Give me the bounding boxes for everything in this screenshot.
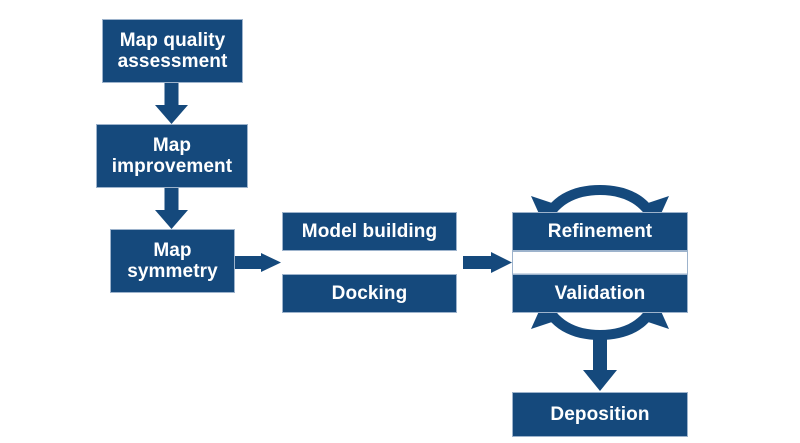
arrow-quality-to-improvement (155, 83, 188, 124)
arrow-symmetry-to-building (235, 253, 281, 272)
node-validation[interactable]: Validation (512, 274, 688, 313)
node-map-quality-assessment-label: Map quality assessment (117, 29, 228, 72)
arrow-improvement-to-symmetry (155, 188, 188, 229)
cycle-arc-bottom (531, 297, 669, 340)
node-map-symmetry[interactable]: Map symmetry (110, 229, 235, 293)
arrow-cycle-to-deposition (583, 330, 617, 391)
node-docking[interactable]: Docking (282, 274, 457, 313)
node-docking-label: Docking (331, 282, 408, 304)
node-map-improvement[interactable]: Map improvement (96, 124, 248, 188)
node-deposition-label: Deposition (550, 403, 650, 425)
node-map-improvement-label: Map improvement (111, 134, 233, 177)
node-deposition[interactable]: Deposition (512, 392, 688, 437)
node-model-building[interactable]: Model building (282, 212, 457, 251)
node-model-building-label: Model building (301, 220, 438, 242)
cycle-arc-top (531, 185, 669, 228)
node-map-symmetry-label: Map symmetry (127, 239, 218, 282)
node-map-quality-assessment[interactable]: Map quality assessment (102, 19, 243, 83)
node-refinement[interactable]: Refinement (512, 212, 688, 251)
node-validation-label: Validation (554, 282, 646, 304)
node-refinement-label: Refinement (547, 220, 653, 242)
arrow-building-to-refinement (463, 252, 512, 273)
